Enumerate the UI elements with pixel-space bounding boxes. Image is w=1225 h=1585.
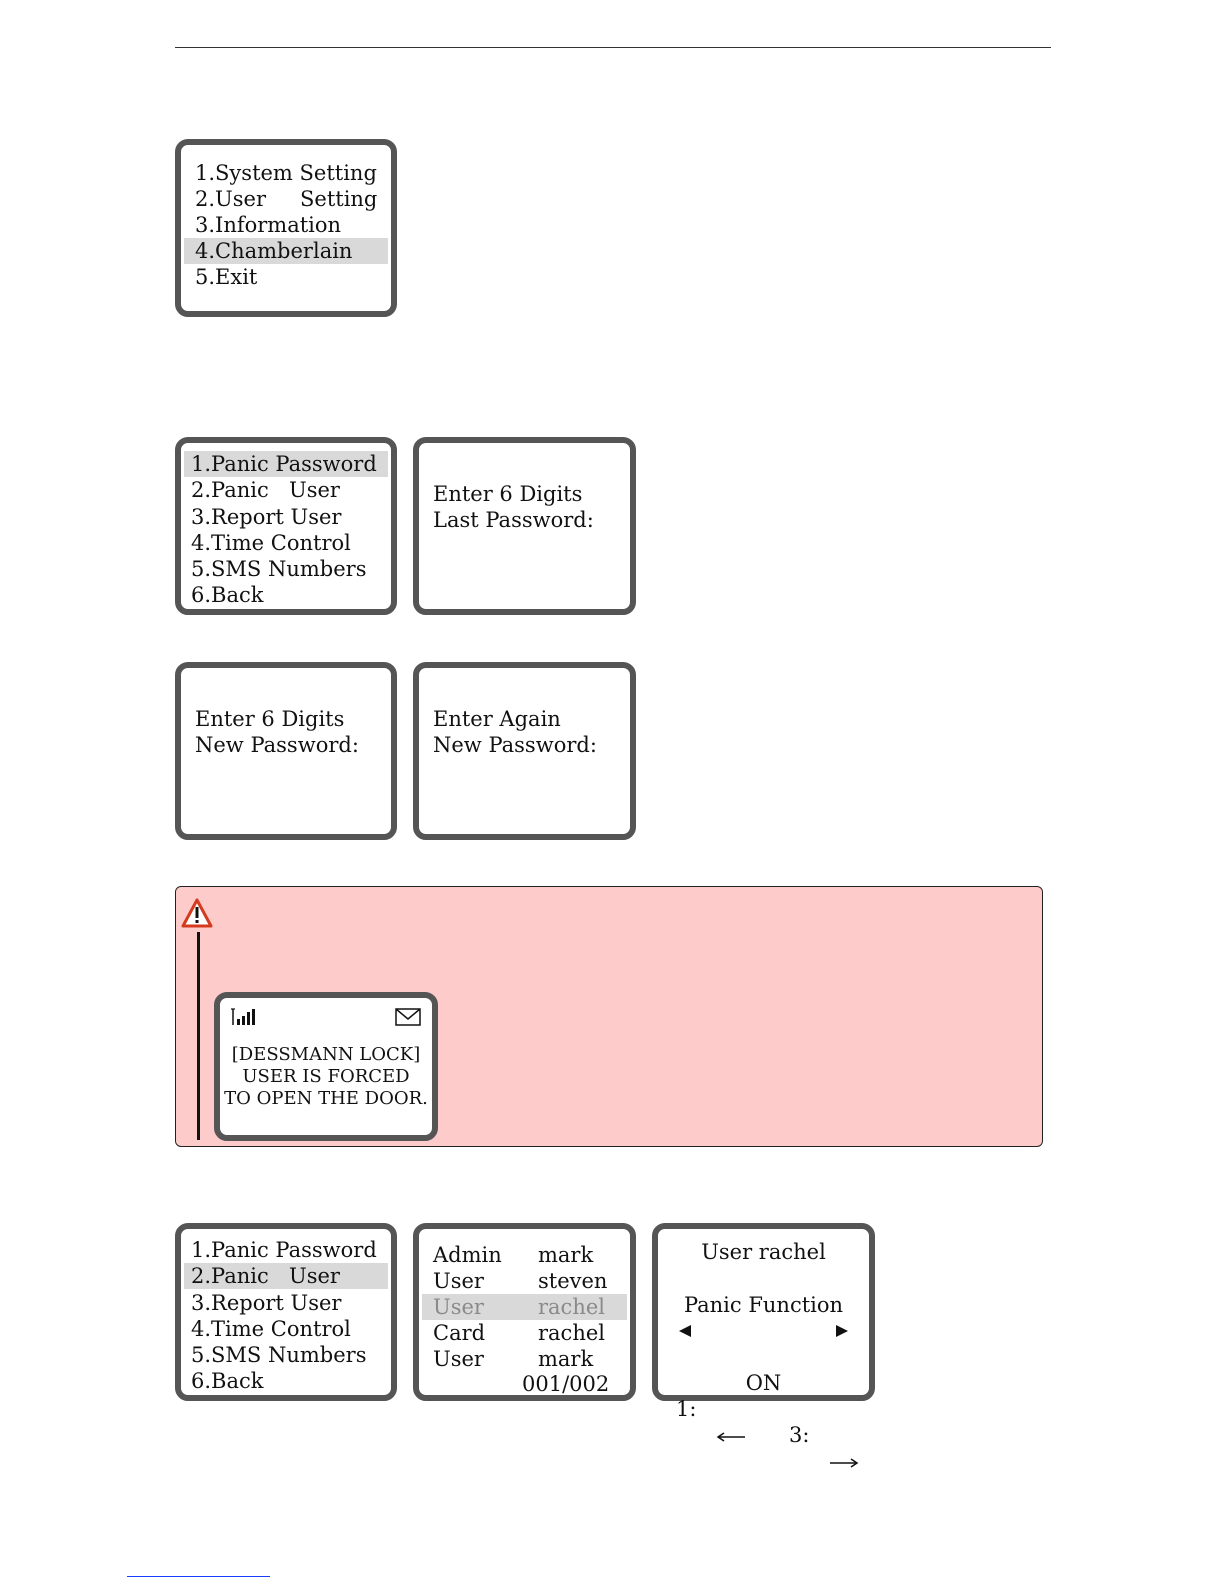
- right-triangle-icon[interactable]: [835, 1324, 849, 1338]
- sms-phone-screen: [DESSMANN LOCK] USER IS FORCED TO OPEN T…: [214, 992, 438, 1141]
- panic-function-label: Panic Function: [683, 1293, 844, 1317]
- sms-line1: [DESSMANN LOCK]: [231, 1044, 421, 1065]
- menu-item-time-control[interactable]: 4.Time Control: [191, 1317, 351, 1341]
- right-arrow-icon: [830, 1457, 859, 1468]
- page-indicator: 001/002: [522, 1372, 610, 1396]
- menu-item-information[interactable]: 3.Information: [195, 213, 342, 237]
- menu-item-system-setting[interactable]: 1.System Setting: [195, 161, 377, 185]
- last-password-line1: Enter 6 Digits: [433, 482, 583, 506]
- confirm-password-line2: New Password:: [433, 733, 597, 757]
- warning-triangle-icon: [181, 898, 213, 928]
- envelope-icon: [395, 1008, 421, 1026]
- warning-side-line: [197, 932, 200, 1140]
- menu-item-sms-numbers[interactable]: 5.SMS Numbers: [191, 557, 367, 581]
- menu-item-chamberlain[interactable]: 4.Chamberlain: [184, 238, 388, 264]
- menu-item-back[interactable]: 6.Back: [191, 1369, 264, 1393]
- left-hint: 1:: [676, 1396, 746, 1448]
- menu-item-sms-numbers[interactable]: 5.SMS Numbers: [191, 1343, 367, 1367]
- right-hint: 3:: [789, 1422, 859, 1474]
- panic-function-value-row[interactable]: ON: [658, 1318, 869, 1395]
- header-rule: [175, 47, 1051, 48]
- last-password-screen: Enter 6 Digits Last Password:: [413, 437, 636, 615]
- panic-user-title: User rachel: [701, 1240, 826, 1264]
- menu-item-report-user[interactable]: 3.Report User: [191, 1291, 342, 1315]
- menu-item-exit[interactable]: 5.Exit: [195, 265, 258, 289]
- sms-line2: USER IS FORCED: [242, 1066, 410, 1087]
- menu-item-time-control[interactable]: 4.Time Control: [191, 531, 351, 555]
- menu-item-panic-password[interactable]: 1.Panic Password: [184, 451, 388, 477]
- menu-item-back[interactable]: 6.Back: [191, 583, 264, 607]
- menu-item-report-user[interactable]: 3.Report User: [191, 505, 342, 529]
- panic-function-value: ON: [745, 1371, 782, 1395]
- new-password-line1: Enter 6 Digits: [195, 707, 345, 731]
- panic-function-screen: User rachel Panic Function ON 1: 3:: [652, 1223, 875, 1468]
- last-password-line2: Last Password:: [433, 508, 594, 532]
- nav-hint-row: 1: 3:: [658, 1370, 869, 1468]
- menu-item-panic-password[interactable]: 1.Panic Password: [191, 1238, 377, 1262]
- signal-bars-icon: [231, 1008, 255, 1025]
- new-password-line2: New Password:: [195, 733, 359, 757]
- left-triangle-icon[interactable]: [678, 1324, 692, 1338]
- new-password-screen: Enter 6 Digits New Password:: [175, 662, 397, 840]
- sms-line3: TO OPEN THE DOOR.: [224, 1088, 428, 1109]
- confirm-password-screen: Enter Again New Password:: [413, 662, 636, 840]
- footnote-rule: [127, 1576, 270, 1577]
- left-arrow-icon: [716, 1431, 746, 1442]
- confirm-password-line1: Enter Again: [433, 707, 561, 731]
